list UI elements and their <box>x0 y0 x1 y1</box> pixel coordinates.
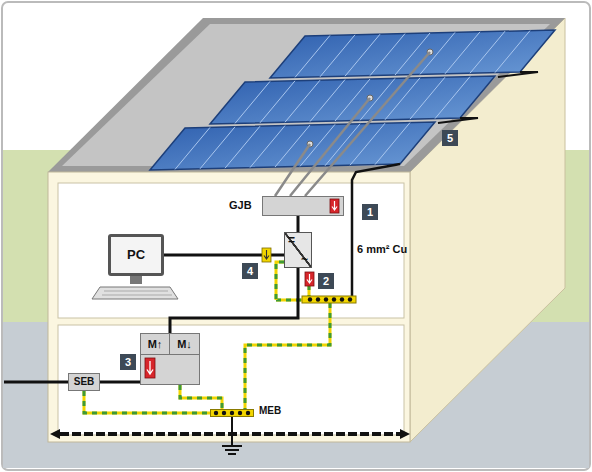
spd-body <box>145 358 155 378</box>
node-text: ~ <box>301 253 308 267</box>
earthing-connector <box>180 385 222 409</box>
earthing-conductor <box>352 164 400 296</box>
node-text: M↓ <box>169 334 199 355</box>
cable-wire <box>297 216 300 232</box>
cable-connector <box>170 268 298 333</box>
node-text: GJB <box>229 199 252 212</box>
pv-module <box>210 76 495 124</box>
meter-box: M↑M↓ <box>140 333 200 385</box>
equipotential-bond <box>245 285 330 409</box>
inverter: =~ <box>284 232 312 268</box>
callout-number: 4 <box>242 263 258 279</box>
spd-body <box>262 248 271 262</box>
earthing-wire <box>84 391 210 413</box>
cable-spec: 6 mm² Cu <box>357 243 407 256</box>
equipotential-bond <box>245 285 330 409</box>
earth-arrow <box>400 429 410 439</box>
earth-arrow <box>50 429 60 439</box>
surge-protector <box>145 358 155 378</box>
earthing-wire <box>84 391 210 413</box>
pc-monitor: PC <box>108 234 164 276</box>
monitor-stand <box>130 276 142 284</box>
callout-number: 3 <box>120 354 136 370</box>
terminal <box>324 297 328 301</box>
terminal <box>230 411 234 415</box>
service-entrance-box: SEB <box>68 373 100 391</box>
surge-protector <box>305 272 314 286</box>
earthing-connector <box>84 391 210 413</box>
node-text: = <box>288 233 295 247</box>
keyboard <box>92 287 178 299</box>
callout-number: 2 <box>318 273 334 289</box>
surge-protector <box>330 199 339 213</box>
terminal <box>246 411 250 415</box>
cable-connector <box>100 382 140 383</box>
node-text: MEB <box>259 405 281 417</box>
node-text: PC <box>111 247 161 263</box>
node-text: M↑ <box>141 334 169 355</box>
ground-symbol <box>222 417 242 454</box>
terminal <box>332 297 336 301</box>
spd-arrow <box>147 361 153 374</box>
terminal <box>308 297 312 301</box>
equipotential-bond <box>276 262 284 300</box>
cable-connector <box>298 216 299 232</box>
pv-module <box>150 122 435 170</box>
spd-arrow <box>332 201 337 210</box>
spd-body <box>330 199 339 213</box>
terminal <box>238 411 242 415</box>
meb-terminals <box>214 411 250 415</box>
bonding-conductor <box>438 72 538 123</box>
spd-arrow <box>307 274 312 283</box>
terminal <box>214 411 218 415</box>
data-surge-protector <box>262 248 271 262</box>
callout-number: 5 <box>442 130 458 146</box>
terminal <box>222 411 226 415</box>
cable-wire <box>164 254 284 257</box>
cable-wire <box>100 381 140 384</box>
bar-terminals <box>308 297 352 301</box>
terminal <box>340 297 344 301</box>
equipotential-bond <box>276 262 284 300</box>
junction-box: GJB <box>262 196 344 216</box>
earthing-wire <box>180 385 222 409</box>
cable-connector <box>164 255 284 256</box>
front-wall <box>48 172 410 442</box>
dc-string-cable <box>275 52 430 196</box>
spd-body <box>305 272 314 286</box>
node-text: SEB <box>69 376 99 388</box>
main-earthing-bar: MEB <box>210 409 254 417</box>
earthing-wire <box>180 385 222 409</box>
terminal <box>316 297 320 301</box>
cable-wire <box>170 268 298 333</box>
keyboard-keys <box>102 291 172 295</box>
callout-number: 1 <box>362 204 378 220</box>
spd-arrow <box>264 250 269 259</box>
supply-cable <box>4 381 68 384</box>
equipotential-bar <box>302 296 356 303</box>
terminal <box>348 297 352 301</box>
